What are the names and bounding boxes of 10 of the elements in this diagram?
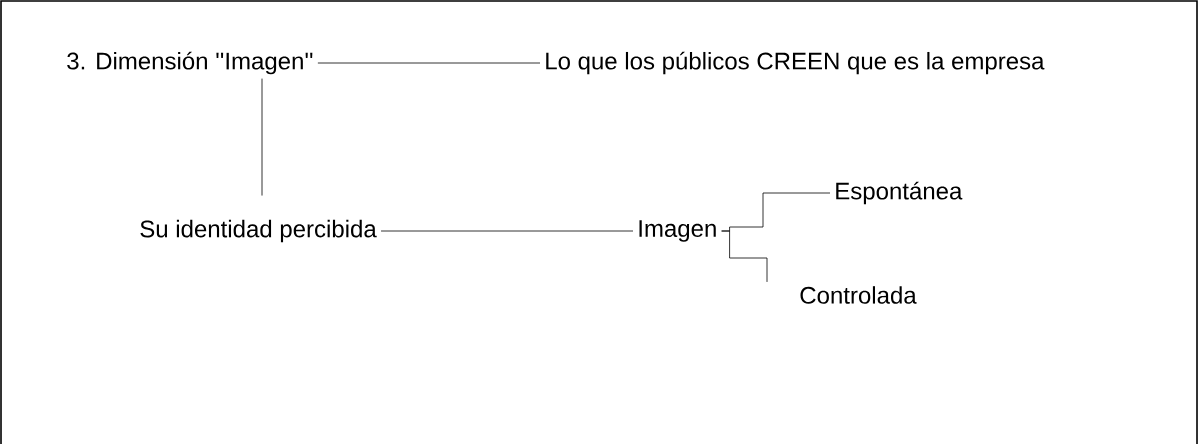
node-text: Su identidad percibida xyxy=(140,219,377,243)
connector-line xyxy=(261,78,263,196)
connector-line xyxy=(317,62,541,64)
connector-line xyxy=(380,230,634,232)
node-text: Imagen xyxy=(639,220,716,242)
node-text: Espontánea xyxy=(836,181,963,205)
node-text: Lo que los públicos CREEN que es la empresa xyxy=(546,51,1045,75)
node-text: 3. Dimensión ''Imagen'' xyxy=(67,51,313,75)
node-text: Controlada xyxy=(800,286,917,304)
connector-line xyxy=(721,230,768,283)
